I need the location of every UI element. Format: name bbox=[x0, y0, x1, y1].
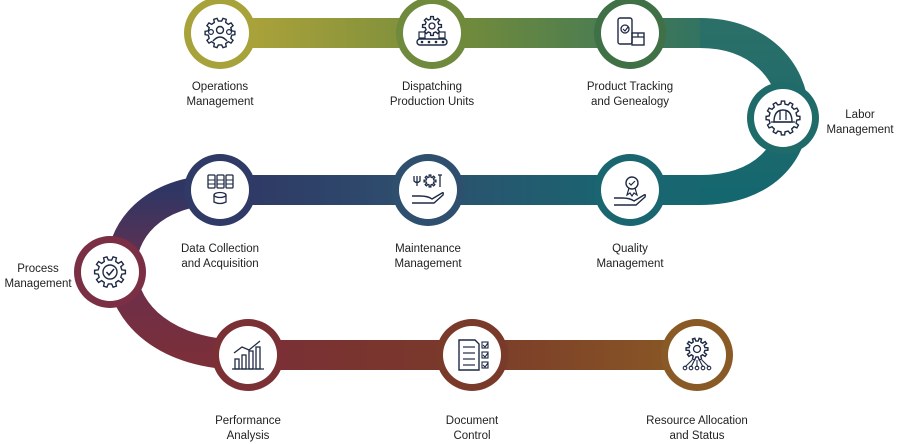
node-face bbox=[399, 161, 457, 219]
step-nodes bbox=[74, 0, 819, 391]
step-label-line2: Management bbox=[4, 277, 72, 290]
step-label-line1: Resource Allocation bbox=[646, 415, 748, 427]
step-label-data-collection-and-acquisition: Data Collection and Acquisition bbox=[145, 242, 295, 271]
gear-conveyor-icon bbox=[416, 15, 448, 46]
step-label-line1: Dispatching bbox=[401, 81, 463, 93]
step-label-product-tracking-and-genealogy: Product Tracking and Genealogy bbox=[555, 80, 705, 109]
step-label-line1: Performance bbox=[215, 415, 281, 427]
node-face bbox=[754, 89, 812, 147]
node-face bbox=[443, 326, 501, 384]
step-label-line2: Management bbox=[596, 257, 664, 270]
gear-check-icon bbox=[93, 255, 127, 289]
node-face bbox=[601, 161, 659, 219]
step-label-line2: Management bbox=[826, 123, 894, 136]
node-face bbox=[191, 161, 249, 219]
step-label-line1: Process bbox=[17, 263, 59, 275]
step-label-line1: Labor bbox=[845, 109, 875, 121]
hand-medal-icon bbox=[614, 176, 647, 206]
gear-network-icon bbox=[682, 337, 712, 371]
node-face bbox=[601, 4, 659, 62]
step-node-performance-analysis bbox=[212, 319, 284, 391]
step-node-operations-management bbox=[184, 0, 256, 69]
phone-box-check-icon bbox=[617, 17, 645, 46]
node-face bbox=[668, 326, 726, 384]
step-label-line1: Quality bbox=[612, 243, 648, 255]
step-label-line2: and Acquisition bbox=[181, 257, 259, 270]
step-label-line2: Production Units bbox=[389, 95, 475, 108]
step-label-line1: Document bbox=[445, 415, 499, 427]
bar-chart-trend-icon bbox=[232, 340, 264, 370]
step-label-line1: Maintenance bbox=[395, 243, 461, 255]
node-face bbox=[81, 243, 139, 301]
team-gear-icon bbox=[204, 17, 236, 49]
step-node-maintenance-management bbox=[392, 154, 464, 226]
step-node-quality-management bbox=[594, 154, 666, 226]
step-node-product-tracking-and-genealogy bbox=[594, 0, 666, 69]
step-node-labor-management bbox=[747, 82, 819, 154]
node-face bbox=[219, 326, 277, 384]
hand-tools-icon bbox=[412, 174, 445, 204]
step-label-line2: Control bbox=[453, 429, 491, 442]
step-node-process-management bbox=[74, 236, 146, 308]
gear-hardhat-icon bbox=[765, 100, 801, 136]
step-label-line2: Management bbox=[394, 257, 462, 270]
step-label-line2: Analysis bbox=[226, 429, 270, 442]
node-face bbox=[403, 4, 461, 62]
step-label-line1: Data Collection bbox=[181, 243, 259, 255]
servers-database-icon bbox=[207, 174, 234, 205]
step-label-line2: Management bbox=[186, 95, 254, 108]
step-node-dispatching-production-units bbox=[396, 0, 468, 69]
step-label-line1: Operations bbox=[191, 81, 249, 93]
step-label-line2: and Genealogy bbox=[590, 95, 669, 108]
step-label-line2: and Status bbox=[669, 429, 725, 442]
step-node-document-control bbox=[436, 319, 508, 391]
step-label-line1: Product Tracking bbox=[586, 81, 674, 93]
document-checklist-icon bbox=[458, 339, 489, 371]
step-label-resource-allocation-and-status: Resource Allocation and Status bbox=[622, 414, 772, 443]
step-node-data-collection-and-acquisition bbox=[184, 154, 256, 226]
step-node-resource-allocation-and-status bbox=[661, 319, 733, 391]
